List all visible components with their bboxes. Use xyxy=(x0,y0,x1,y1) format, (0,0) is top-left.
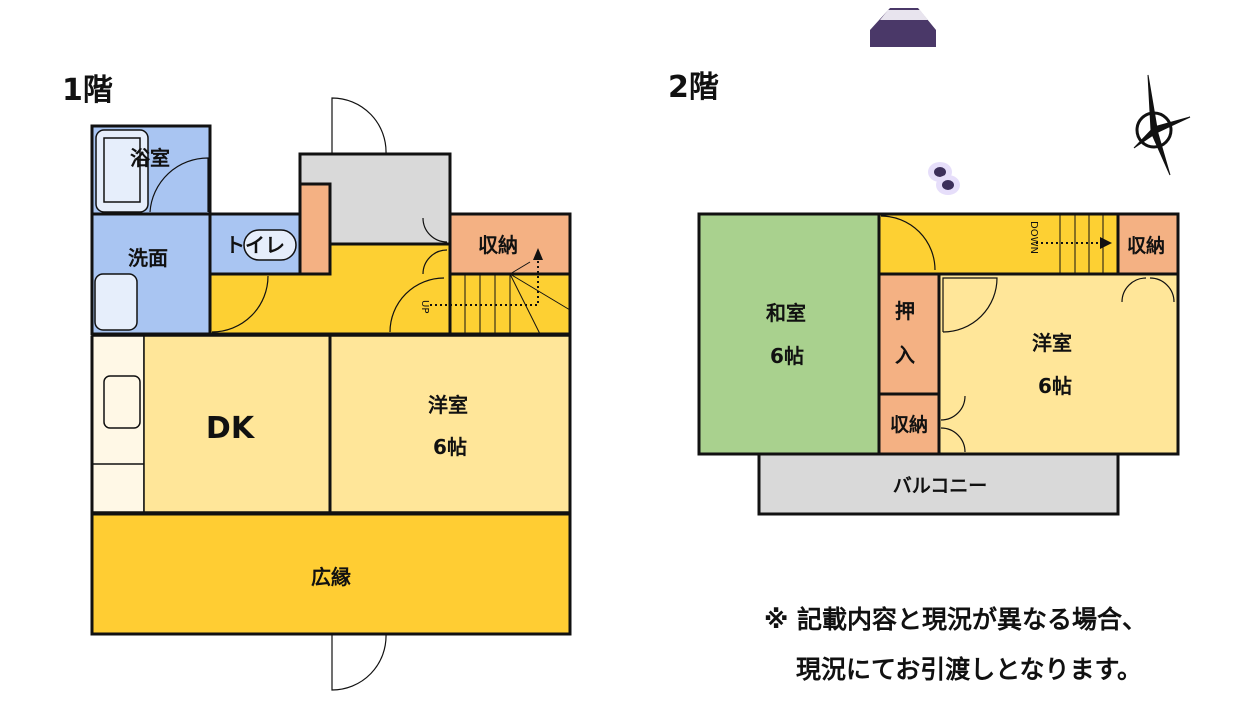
closet-2f xyxy=(877,272,941,396)
western-room-2f xyxy=(937,272,1180,456)
stairs-arrow xyxy=(430,258,539,306)
label-storage-1f: 収納 xyxy=(478,233,518,257)
western-room-1f xyxy=(329,335,571,513)
label-bath: 浴室 xyxy=(130,146,170,170)
toilet-fixture xyxy=(243,229,297,261)
floor-2-title: 2階 xyxy=(668,70,719,105)
disclaimer-line-2: 現況にてお引渡しとなります。 xyxy=(796,655,1143,684)
sink xyxy=(103,375,141,429)
label-stairs-down: DOWN xyxy=(1028,221,1039,254)
mountain-icon xyxy=(870,8,936,47)
label-closet-1: 押 xyxy=(895,299,915,323)
label-toilet: トイレ xyxy=(225,233,285,257)
label-storage-2f-top: 収納 xyxy=(1127,234,1165,257)
japanese-room xyxy=(697,212,881,456)
kagami-mochi-icon xyxy=(928,162,960,195)
dk-room xyxy=(143,335,331,513)
label-veranda: 広縁 xyxy=(311,565,351,589)
balcony xyxy=(757,452,1120,516)
shoe-storage xyxy=(298,182,332,276)
floor-1 xyxy=(90,97,572,691)
washbasin xyxy=(94,273,138,331)
label-japanese-name: 和室 xyxy=(766,301,806,325)
floor-2 xyxy=(697,212,1180,516)
label-washroom: 洗面 xyxy=(128,246,168,270)
door-swings xyxy=(149,97,448,691)
floor-1-title: 1階 xyxy=(62,73,113,108)
label-dk: DK xyxy=(206,411,256,446)
disclaimer-line-1: ※ 記載内容と現況が異なる場合、 xyxy=(764,605,1148,634)
door-swings-2f xyxy=(880,215,1175,453)
label-western-2f-size: 6帖 xyxy=(1038,374,1072,398)
label-western-2f-name: 洋室 xyxy=(1032,331,1072,355)
label-balcony: バルコニー xyxy=(893,475,988,497)
label-storage-2f-bottom: 収納 xyxy=(890,413,928,436)
label-western-1f-name: 洋室 xyxy=(428,393,468,417)
compass-icon xyxy=(1133,74,1191,176)
entrance-door xyxy=(331,97,387,155)
label-closet-2: 入 xyxy=(895,343,915,367)
storage-2f-top xyxy=(1116,212,1180,276)
hallway-2f xyxy=(877,212,1120,276)
label-western-1f-size: 6帖 xyxy=(433,435,467,459)
veranda-door xyxy=(331,633,387,691)
label-stairs-up: UP xyxy=(419,300,430,313)
label-japanese-size: 6帖 xyxy=(770,344,804,368)
